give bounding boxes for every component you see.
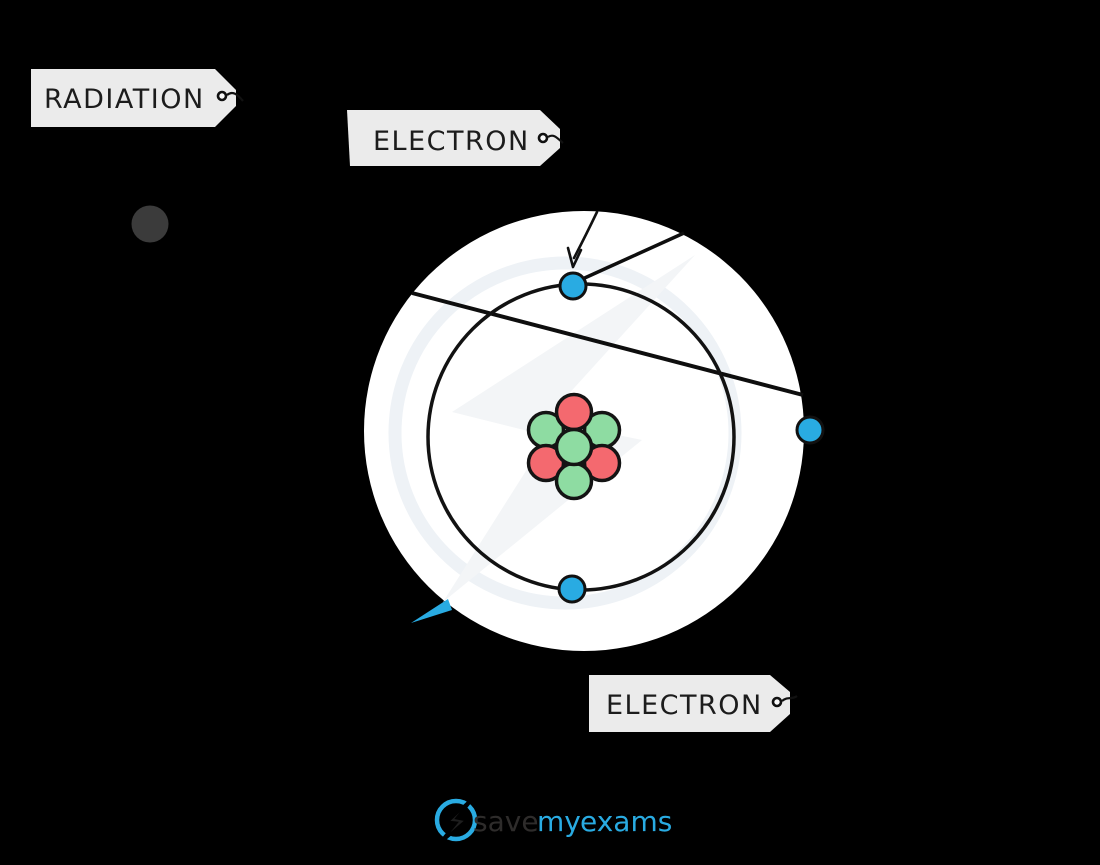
logo-word-exams: exams: [580, 805, 672, 838]
tag-hole-icon: [771, 696, 783, 708]
tag-shape: [589, 675, 790, 732]
neutron-particle: [554, 461, 594, 501]
ejected-electron-track-line: [577, 231, 685, 283]
electron-top-tag-label: ELECTRON: [373, 126, 530, 157]
electron-ejected: [795, 415, 825, 445]
electron-pointer-arrow-icon: [566, 210, 599, 269]
radiation-tag-label: RADIATION: [44, 84, 205, 115]
tag-string-icon: [226, 91, 244, 102]
logo-bolt-icon: [437, 795, 476, 846]
logo-word-save: save: [473, 805, 539, 838]
proton-particle: [554, 392, 594, 432]
tag-hole-icon: [537, 132, 549, 144]
radiation-tag: RADIATION: [31, 69, 244, 127]
tag-shape: [31, 69, 236, 127]
electron-top-tag: ELECTRON: [347, 110, 564, 166]
electron-bottom-tag-label: ELECTRON: [606, 690, 763, 721]
tag-hole-icon: [216, 90, 228, 102]
tag-string-icon: [547, 134, 564, 144]
neutron-particle: [554, 427, 594, 467]
nucleus: [526, 392, 622, 501]
watermark-bolt-tip-icon: [411, 599, 452, 623]
tag-string-icon: [781, 695, 798, 702]
tag-shape: [347, 110, 560, 166]
radiation-track-line: [411, 291, 804, 397]
radiation-particle: [131, 205, 169, 243]
logo-circle-icon: [434, 798, 478, 842]
logo-word-my: my: [537, 805, 581, 838]
electron-bottom-tag: ELECTRON: [589, 675, 798, 732]
electron-bottom: [557, 574, 587, 604]
savemyexams-logo: save my exams: [434, 795, 672, 846]
electron-top: [558, 271, 588, 301]
